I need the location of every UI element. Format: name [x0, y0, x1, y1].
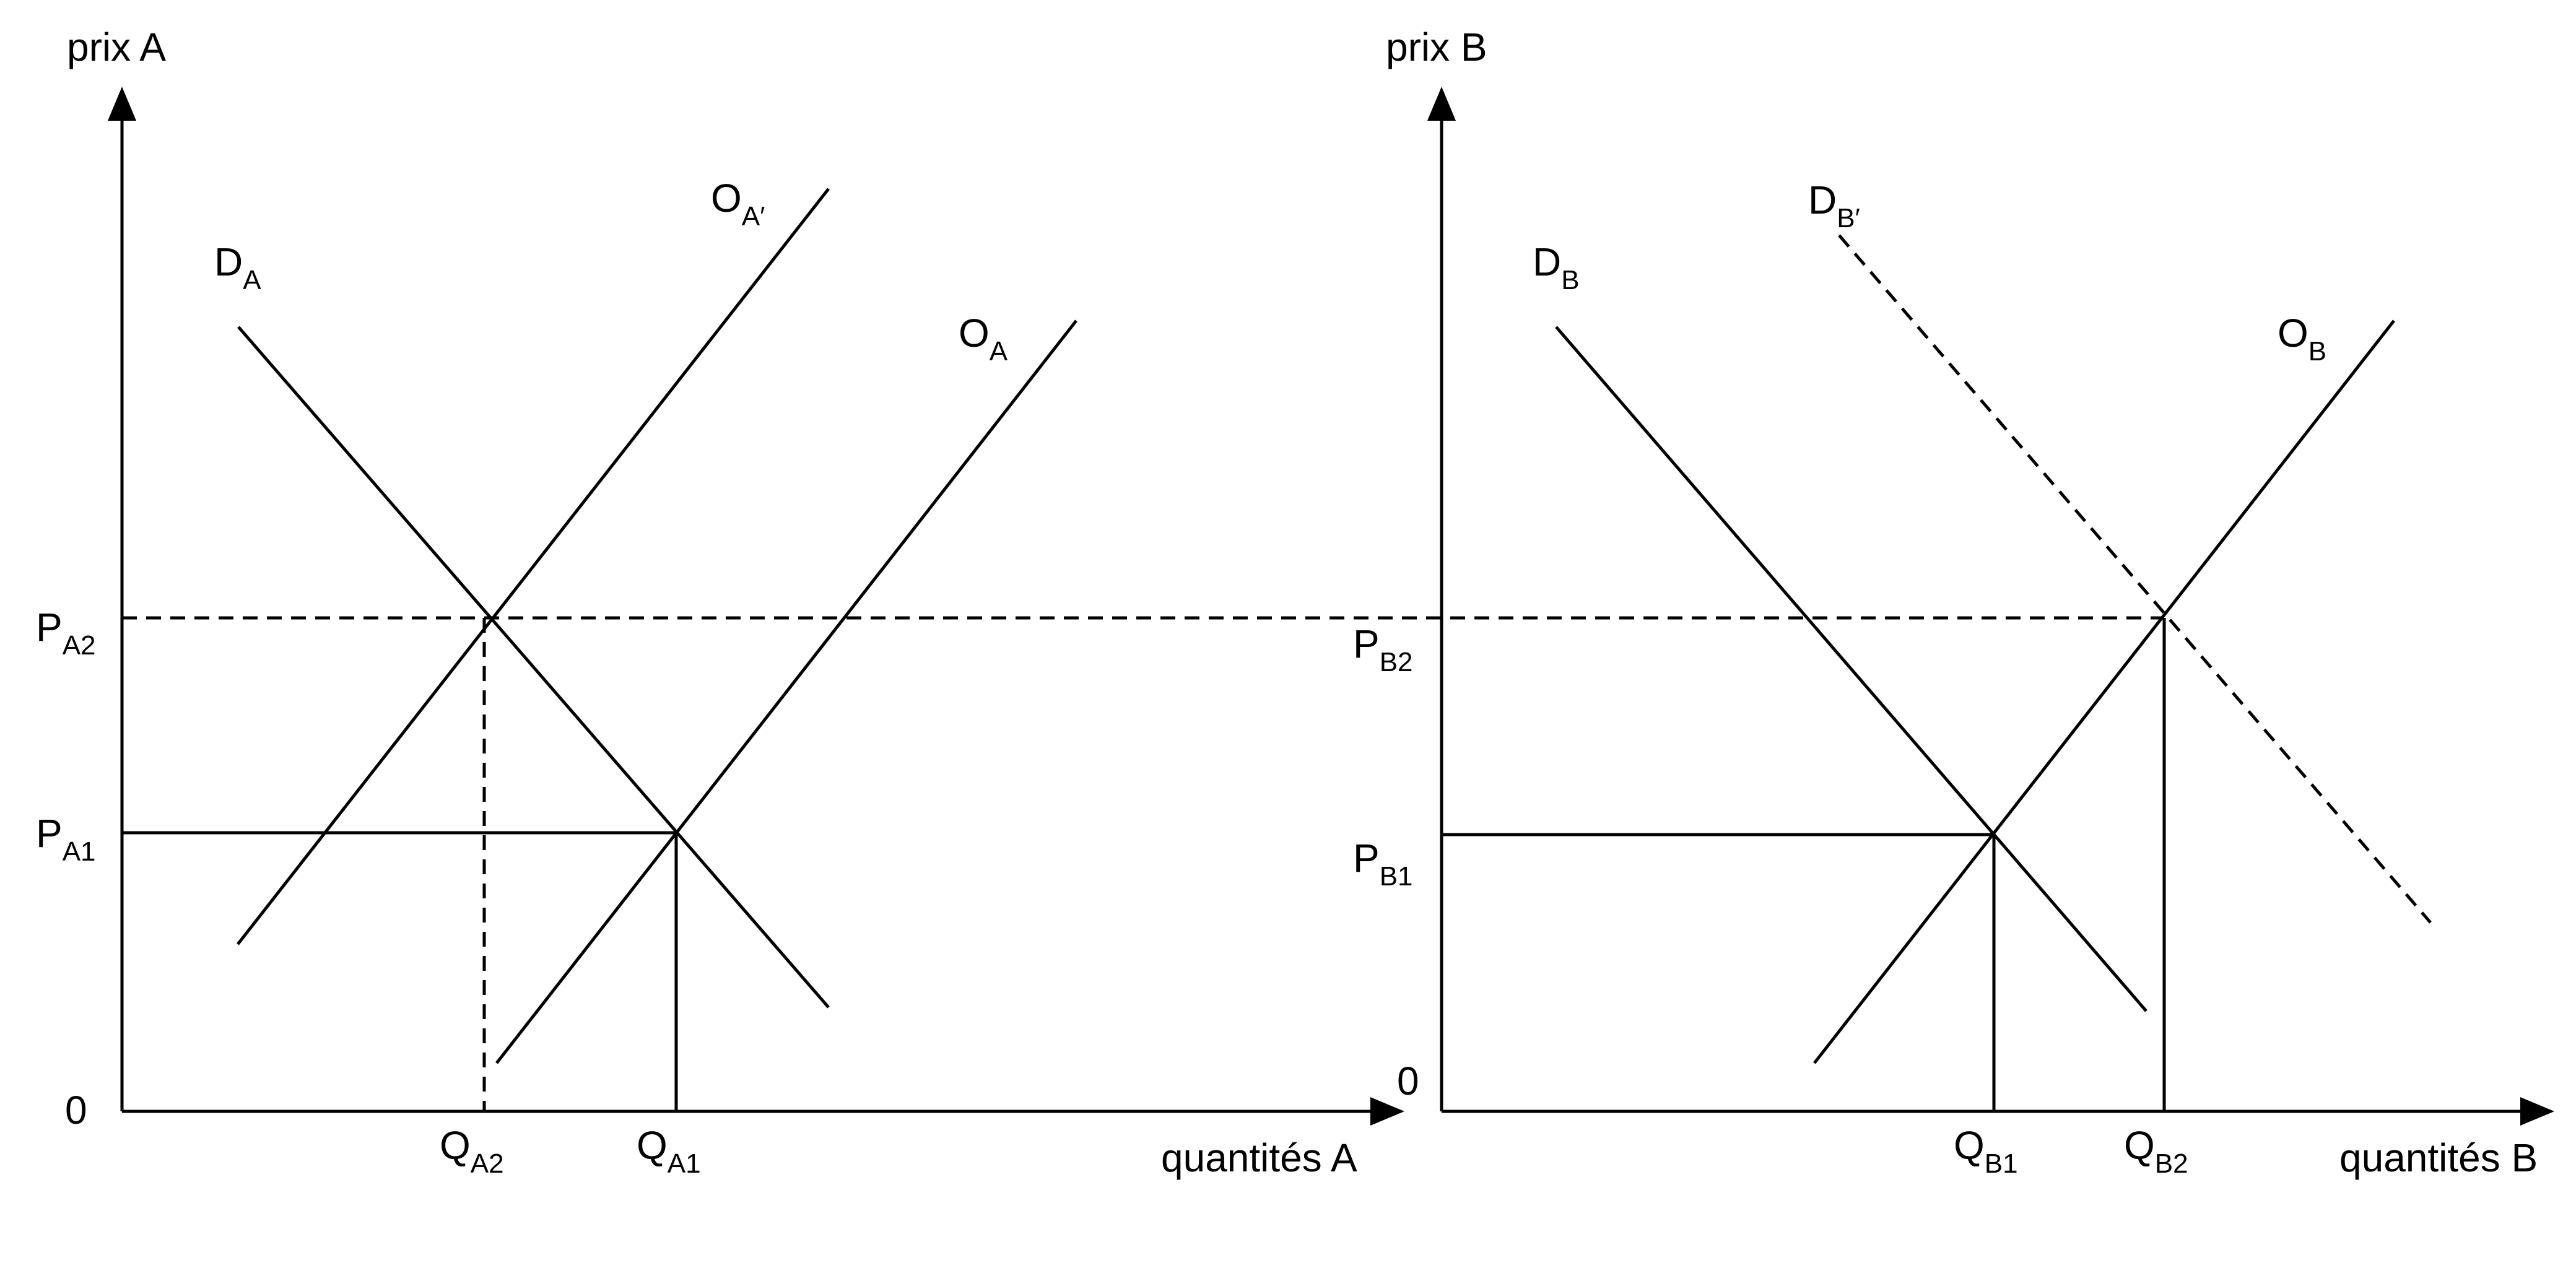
left-supply-curve	[495, 319, 1077, 1064]
right-supply-curve	[1813, 319, 2395, 1064]
left-supply-label: OA	[959, 311, 1008, 367]
left-demand-curve	[237, 326, 830, 1009]
left-origin-label: 0	[65, 1088, 87, 1132]
left-demand-label: DA	[214, 240, 261, 295]
left-x-axis-arrowhead	[1370, 1097, 1404, 1126]
right-x-axis-label: quantités B	[2339, 1136, 2538, 1180]
left-quantity-q2-label: QA2	[440, 1123, 504, 1179]
left-price-p2-label: PA2	[36, 605, 96, 661]
right-y-axis-arrowhead	[1427, 87, 1456, 121]
right-price-p1-label: PB1	[1353, 836, 1413, 892]
left-supply-shifted-label: OA′	[711, 176, 765, 232]
right-y-axis-label: prix B	[1386, 25, 1487, 69]
left-supply-shifted-curve	[237, 188, 830, 945]
left-price-p1-label: PA1	[36, 811, 96, 867]
right-demand-shifted-label: DB′	[1808, 178, 1860, 233]
left-x-axis-label: quantités A	[1161, 1136, 1357, 1180]
right-quantity-q1-label: QB1	[1954, 1123, 2018, 1179]
left-y-axis-label: prix A	[67, 25, 166, 69]
right-demand-label: DB	[1533, 240, 1580, 295]
right-demand-curve	[1555, 326, 2147, 1012]
left-quantity-q1-label: QA1	[637, 1123, 701, 1179]
left-y-axis-arrowhead	[108, 87, 136, 121]
right-quantity-q2-label: QB2	[2124, 1123, 2188, 1179]
right-panel: prix B quantités B 0 DB DB′ OB PB2 PB1 Q…	[1353, 25, 2554, 1180]
right-x-axis-arrowhead	[2520, 1097, 2554, 1126]
right-demand-shifted-curve	[1838, 234, 2432, 924]
right-price-p2-label: PB2	[1353, 622, 1413, 677]
right-supply-label: OB	[2278, 311, 2326, 367]
left-panel: prix A quantités A 0 DA OA′ OA PA2 PA1 Q…	[36, 25, 2164, 1180]
right-origin-label: 0	[1397, 1059, 1419, 1103]
